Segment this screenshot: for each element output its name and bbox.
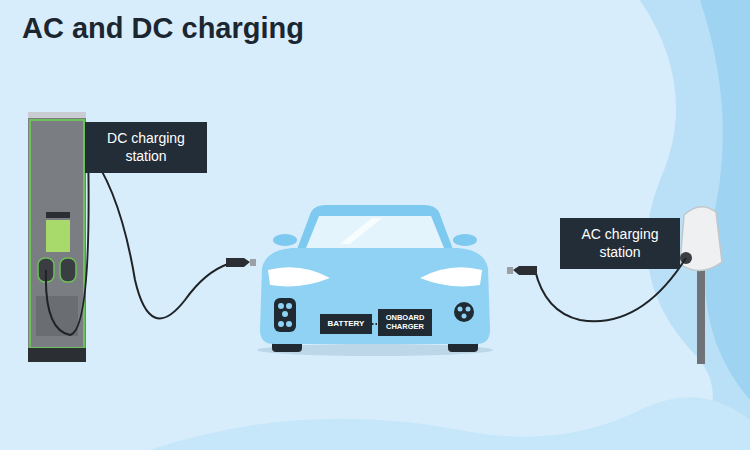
windshield <box>306 216 444 248</box>
port-pin <box>278 321 284 327</box>
plug-tip <box>250 259 256 266</box>
node-text: AC charging station <box>568 226 672 261</box>
port-pin <box>278 303 284 309</box>
charge-port <box>454 302 474 322</box>
dc-plug <box>226 258 250 267</box>
port-pin <box>286 303 292 309</box>
plug-holster <box>60 258 76 282</box>
charge-port <box>274 298 296 332</box>
ac-pole <box>697 268 705 364</box>
port-pin <box>286 321 292 327</box>
plug-tip <box>507 267 513 274</box>
mirror <box>453 234 477 246</box>
label-box: AC charging station <box>560 218 680 269</box>
label-box: DC charging station <box>85 122 207 173</box>
diagram-title: AC and DC charging <box>22 12 304 45</box>
background-wave <box>150 397 750 450</box>
label-box: ONBOARD CHARGER <box>378 309 432 336</box>
label-box: BATTERY <box>320 314 372 334</box>
node-text: ONBOARD CHARGER <box>381 314 429 331</box>
car-roof <box>296 205 454 252</box>
ac-wallbox <box>680 207 722 271</box>
tower-cap <box>28 112 86 118</box>
screen-top <box>46 212 70 218</box>
port-pin <box>462 314 467 319</box>
car-body <box>260 248 490 344</box>
tower-screen <box>46 220 70 252</box>
port-pin <box>458 307 463 312</box>
tower-outline <box>30 120 84 348</box>
dc-cable <box>88 150 228 318</box>
mirror <box>273 234 297 246</box>
glare <box>340 218 382 244</box>
port-pin <box>282 311 288 317</box>
port-pin <box>466 307 471 312</box>
node-text: BATTERY <box>328 320 365 329</box>
ac-plug <box>513 266 537 275</box>
cable <box>46 148 89 335</box>
tower-panel <box>36 296 78 336</box>
headlight <box>268 267 330 286</box>
dc-tower <box>28 118 86 350</box>
tower-base <box>28 348 86 362</box>
node-text: DC charging station <box>93 130 199 165</box>
background-wave <box>700 0 750 400</box>
headlight <box>420 267 482 286</box>
